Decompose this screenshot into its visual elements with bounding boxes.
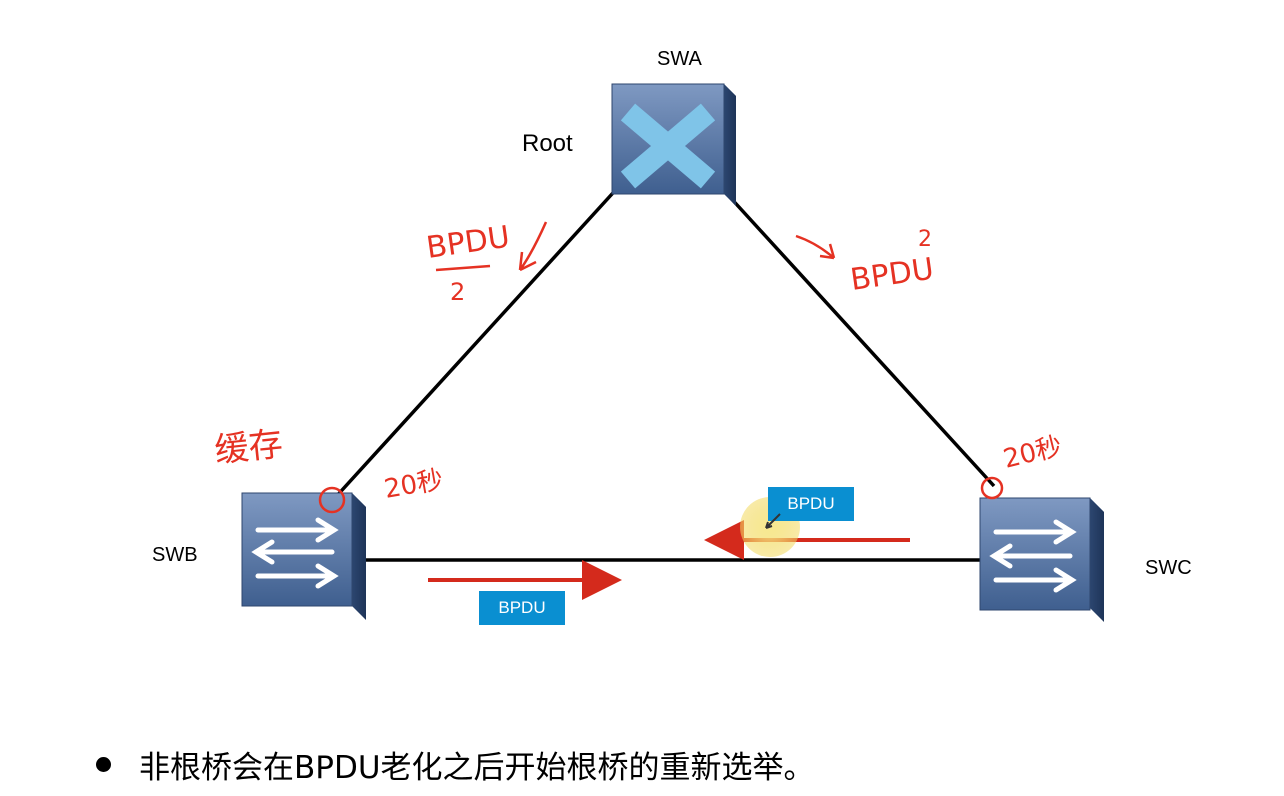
- annotation-left-arrow: [518, 221, 548, 272]
- annotation-swb-cache: 缓存: [213, 424, 285, 471]
- annotation-swc-timer: 20秒: [1000, 431, 1065, 474]
- switch-swc: [979, 497, 1104, 622]
- switch-icon: [989, 519, 1077, 593]
- switch-icon: [251, 517, 339, 589]
- bpdu-tag-bottom: BPDU: [479, 591, 565, 625]
- handwritten-annotations: BPDU 2 BPDU 2 缓存 20秒 20秒: [213, 220, 1065, 514]
- annotation-left-bpdu-fraction: 2: [450, 278, 465, 306]
- switch-swa: [611, 83, 736, 206]
- cursor-icon: [765, 513, 781, 529]
- bpdu-tag-top: BPDU: [768, 487, 854, 521]
- bullet-point: 非根桥会在BPDU老化之后开始根桥的重新选举。: [96, 742, 815, 787]
- annotation-swb-timer: 20秒: [382, 465, 445, 505]
- annotation-left-bpdu: BPDU: [424, 220, 512, 266]
- annotation-right-arrow: [795, 234, 836, 260]
- annotation-right-bpdu-superscript: 2: [918, 227, 932, 252]
- switch-swb: [241, 492, 366, 620]
- label-root: Root: [522, 130, 573, 157]
- link-swa-swb: [331, 181, 624, 502]
- annotation-swb-port-circle: [318, 486, 346, 514]
- label-swc: SWC: [1145, 557, 1192, 579]
- label-swb: SWB: [152, 544, 198, 566]
- root-cross-icon: [620, 103, 716, 189]
- bullet-dot: [96, 757, 111, 772]
- label-swa: SWA: [657, 48, 702, 70]
- annotation-right-bpdu: BPDU: [848, 252, 936, 298]
- annotation-swc-port-circle: [980, 476, 1004, 500]
- link-swa-swc: [726, 193, 996, 488]
- bullet-text: 非根桥会在BPDU老化之后开始根桥的重新选举。: [139, 750, 815, 786]
